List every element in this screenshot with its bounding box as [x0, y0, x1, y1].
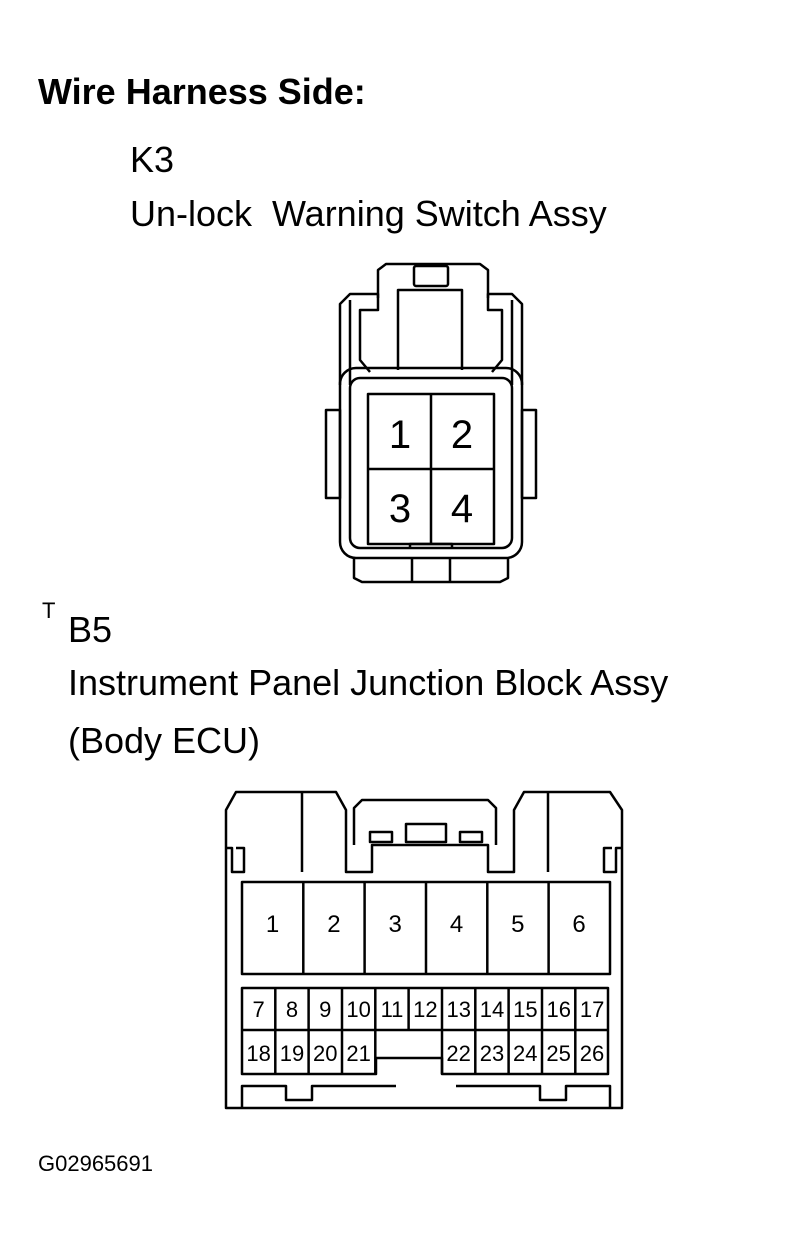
b5-pin-17: 17 [580, 997, 604, 1022]
b5-connector-name: Instrument Panel Junction Block Assy [68, 662, 669, 703]
b5-pin-21: 21 [346, 1041, 370, 1066]
b5-pin-7: 7 [252, 997, 264, 1022]
b5-pin-3: 3 [389, 911, 402, 938]
b5-pin-6: 6 [572, 911, 585, 938]
b5-pin-4: 4 [450, 911, 463, 938]
b5-pin-25: 25 [546, 1041, 570, 1066]
b5-pin-24: 24 [513, 1041, 537, 1066]
figure-id: G02965691 [38, 1151, 153, 1176]
k3-pin-1: 1 [389, 413, 411, 457]
k3-connector-name: Un-lock Warning Switch Assy [130, 193, 607, 234]
b5-pin-23: 23 [480, 1041, 504, 1066]
b5-pin-10: 10 [346, 997, 370, 1022]
k3-pin-4: 4 [451, 487, 473, 531]
b5-pin-13: 13 [446, 997, 470, 1022]
k3-connector-code: K3 [130, 139, 175, 180]
b5-pin-16: 16 [547, 997, 571, 1022]
b5-prefix-mark: T [42, 598, 56, 623]
b5-pin-26: 26 [580, 1041, 604, 1066]
b5-pin-11: 11 [381, 997, 404, 1022]
b5-pin-5: 5 [511, 911, 524, 938]
diagram-heading: Wire Harness Side: [38, 71, 366, 112]
b5-pin-19: 19 [280, 1041, 304, 1066]
b5-pin-20: 20 [313, 1041, 337, 1066]
b5-pin-22: 22 [446, 1041, 470, 1066]
b5-pin-1: 1 [266, 911, 279, 938]
k3-pin-2: 2 [451, 413, 473, 457]
k3-pin-3: 3 [389, 487, 411, 531]
b5-pin-2: 2 [327, 911, 340, 938]
b5-pin-15: 15 [513, 997, 537, 1022]
b5-pin-12: 12 [413, 997, 437, 1022]
b5-pin-8: 8 [286, 997, 298, 1022]
b5-pin-9: 9 [319, 997, 331, 1022]
b5-pin-18: 18 [246, 1041, 270, 1066]
b5-pin-14: 14 [480, 997, 504, 1022]
b5-connector-code: B5 [68, 609, 113, 650]
b5-connector-subname: (Body ECU) [68, 720, 261, 761]
